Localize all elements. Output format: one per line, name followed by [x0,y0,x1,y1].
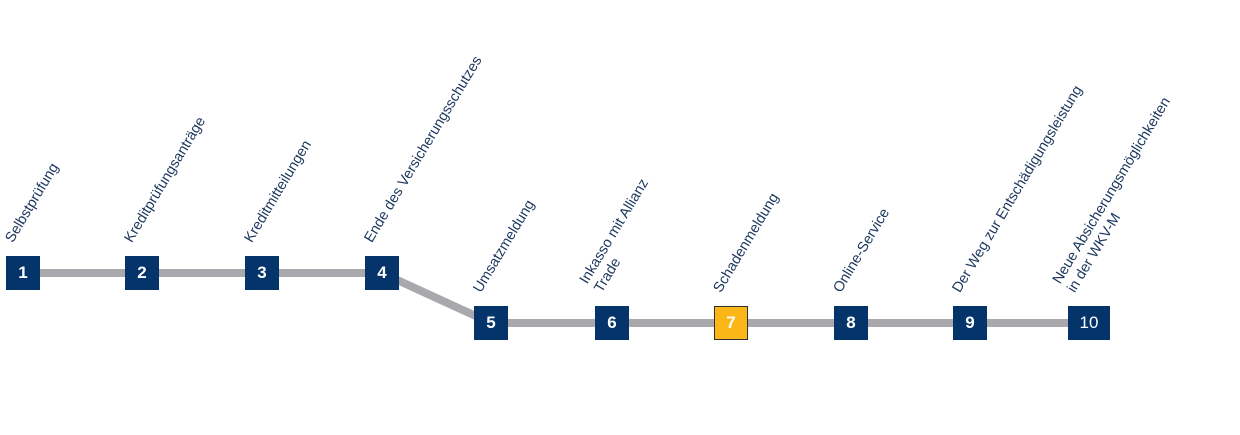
step-6-button[interactable]: 6 [595,306,629,340]
step-10-button[interactable]: 10 [1068,306,1110,340]
step-3-button[interactable]: 3 [245,256,279,290]
step-7-button[interactable]: 7 [714,306,748,340]
step-5-button[interactable]: 5 [474,306,508,340]
step-2-button[interactable]: 2 [125,256,159,290]
step-1-button[interactable]: 1 [6,256,40,290]
step-8-button[interactable]: 8 [834,306,868,340]
step-4-button[interactable]: 4 [365,256,399,290]
timeline-connector-line [23,269,1089,327]
step-9-button[interactable]: 9 [953,306,987,340]
